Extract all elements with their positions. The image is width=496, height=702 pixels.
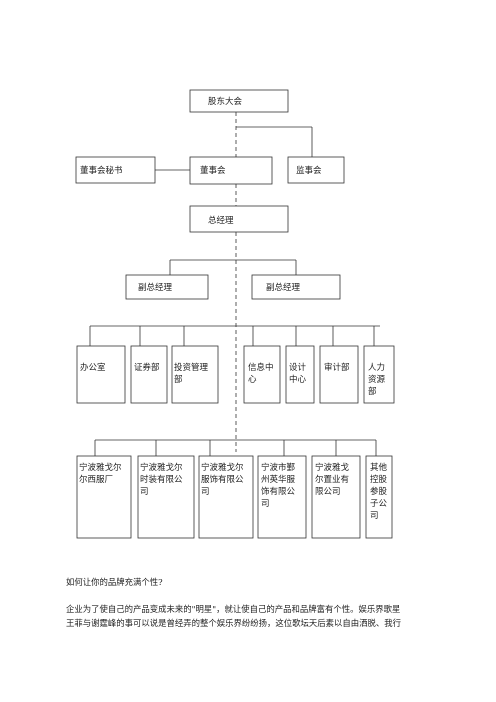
subsidiary-label: 服饰有限公: [201, 474, 244, 485]
subsidiary-box: 宁波雅戈尔 时装有限公 司: [137, 455, 195, 539]
subsidiary-label: 司: [140, 487, 149, 497]
department-label: 设计: [289, 362, 307, 373]
board-box: 董事会: [189, 156, 273, 185]
subsidiary-label: 宁波雅戈尔: [79, 462, 122, 473]
subsidiary-label: 饰有限公: [261, 486, 296, 497]
subsidiary-label: 其他: [370, 462, 388, 473]
department-box: 证券部: [130, 345, 168, 404]
connector-lines: [89, 112, 380, 456]
subsidiary-label: 控股: [370, 474, 388, 485]
deputy-gm-left-box: 副总经理: [125, 274, 209, 300]
subsidiary-box: 宁波雅戈尔 尔西服厂: [76, 455, 132, 539]
subsidiary-label: 州英华服: [261, 474, 296, 485]
subsidiary-label: 司: [261, 499, 270, 509]
org-chart: 股东大会 董事会秘书 董事会 监事会 总经理 副总经理 副总经理 办公室 证券部…: [75, 89, 395, 539]
shareholders-label: 股东大会: [208, 96, 243, 107]
article-line: 企业为了使自己的产品变成未来的"明星"，就让使自己的产品和品牌富有个性。娱乐界歌…: [66, 604, 401, 614]
subsidiary-label: 宁波雅戈尔: [201, 462, 244, 473]
article-heading: 如何让你的品牌充满个性?: [66, 577, 163, 587]
department-label: 资源: [368, 374, 386, 385]
subsidiary-label: 宁波雅戈尔: [140, 462, 183, 473]
department-box: 设计 中心: [285, 345, 315, 404]
subsidiary-label: 宁波市鄞: [261, 462, 296, 473]
subsidiary-box: 其他 控股 参股 子公 司: [365, 455, 393, 539]
board-secretary-box: 董事会秘书: [75, 156, 156, 184]
gm-label: 总经理: [208, 215, 234, 226]
board-secretary-label: 董事会秘书: [80, 165, 123, 176]
subsidiary-box: 宁波市鄞 州英华服 饰有限公 司: [257, 455, 307, 539]
department-label: 证券部: [134, 362, 160, 373]
subsidiary-label: 宁波雅戈: [315, 462, 350, 473]
department-label: 部: [368, 386, 377, 397]
department-box: 人力 资源 部: [363, 345, 395, 404]
supervisors-label: 监事会: [296, 165, 322, 176]
department-label: 信息中: [248, 362, 274, 373]
article-line: 王菲与谢霆峰的事可以说是曾经弄的整个娱乐界纷纷扬，这位歌坛天后素以自由洒脱、我行: [66, 618, 401, 628]
subsidiary-label: 限公司: [315, 487, 341, 497]
subsidiary-label: 尔置业有: [315, 474, 349, 485]
department-label: 心: [248, 375, 257, 385]
subsidiary-box: 宁波雅戈尔 服饰有限公 司: [198, 455, 254, 539]
department-box: 投资管理 部: [171, 345, 219, 404]
department-label: 审计部: [324, 362, 350, 373]
department-box: 审计部: [319, 345, 359, 404]
gm-box: 总经理: [189, 205, 289, 233]
subsidiary-label: 司: [370, 511, 379, 521]
subsidiary-label: 司: [201, 487, 210, 497]
subsidiary-label: 时装有限公: [140, 474, 183, 485]
subsidiary-label: 子公: [370, 499, 388, 509]
department-box: 信息中 心: [243, 345, 281, 404]
shareholders-box: 股东大会: [189, 89, 289, 113]
board-label: 董事会: [200, 165, 226, 176]
deputy-gm-left-label: 副总经理: [138, 282, 173, 293]
department-label: 人力: [368, 362, 385, 373]
department-box: 办公室: [76, 345, 126, 404]
deputy-gm-right-box: 副总经理: [251, 274, 341, 300]
deputy-gm-right-label: 副总经理: [266, 282, 301, 293]
subsidiary-label: 尔西服厂: [79, 474, 113, 485]
subsidiary-box: 宁波雅戈 尔置业有 限公司: [311, 455, 361, 539]
department-label: 部: [174, 374, 183, 385]
subsidiary-label: 参股: [370, 486, 388, 497]
supervisors-box: 监事会: [287, 156, 345, 184]
department-label: 中心: [289, 374, 307, 385]
department-label: 办公室: [80, 362, 106, 373]
department-label: 投资管理: [174, 362, 209, 373]
